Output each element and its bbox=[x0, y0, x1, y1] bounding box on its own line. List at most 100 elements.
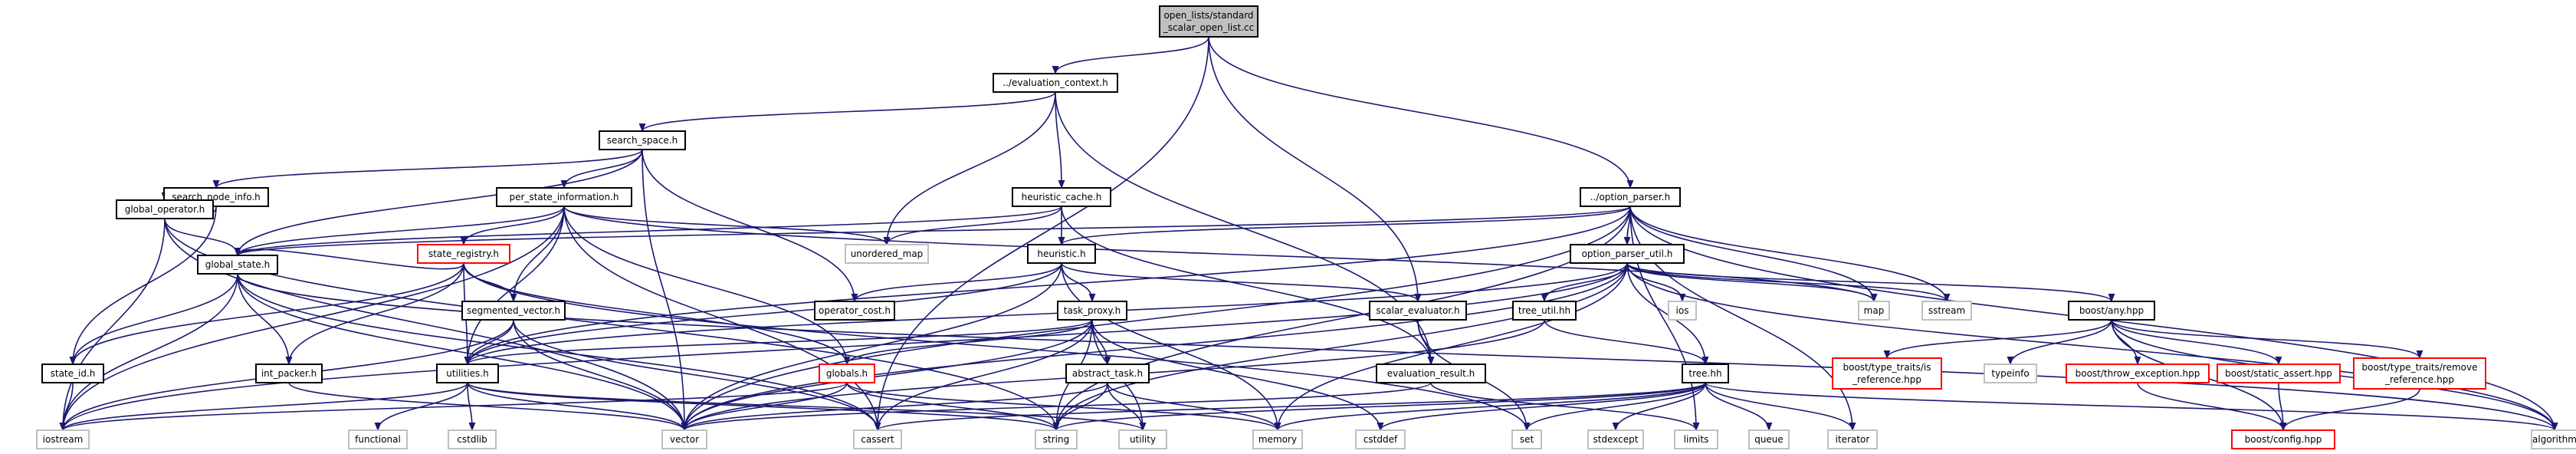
node-box bbox=[436, 364, 499, 383]
edge-option_parser-to-map bbox=[1629, 206, 1878, 303]
edge-task_proxy-to-utilities bbox=[464, 319, 1093, 366]
node-cstdlib[interactable]: cstdlib bbox=[448, 429, 497, 449]
node-throw-exception[interactable]: boost/throw_exception.hpp bbox=[2066, 364, 2210, 383]
node-unordered-map[interactable]: unordered_map bbox=[845, 244, 929, 264]
node-box bbox=[1580, 187, 1681, 207]
node-label: string bbox=[1043, 434, 1069, 445]
node-int-packer[interactable]: int_packer.h bbox=[255, 364, 323, 383]
node-option-parser-util[interactable]: option_parser_util.h bbox=[1570, 244, 1685, 264]
node-globals[interactable]: globals.h bbox=[819, 364, 875, 383]
node-box bbox=[1921, 301, 1972, 321]
edge-task_proxy-to-cassert bbox=[874, 319, 1093, 432]
node-iostream[interactable]: iostream bbox=[36, 429, 90, 449]
node-vector[interactable]: vector bbox=[661, 429, 707, 449]
node-scalar-evaluator[interactable]: scalar_evaluator.h bbox=[1369, 301, 1467, 321]
node-stdexcept[interactable]: stdexcept bbox=[1587, 429, 1644, 449]
edge-per_state_information-to-utilities bbox=[464, 206, 565, 366]
node-label: boost/throw_exception.hpp bbox=[2076, 368, 2200, 379]
node-boost-config[interactable]: boost/config.hpp bbox=[2231, 429, 2335, 449]
edge-tree_hh-to-cassert bbox=[874, 382, 1706, 432]
node-label: segmented_vector.h bbox=[467, 305, 560, 316]
node-box bbox=[993, 73, 1118, 93]
edge-option_parser-to-heuristic bbox=[1058, 206, 1631, 246]
edge-root-to-scalar_evaluator bbox=[1208, 36, 1422, 303]
node-operator-cost[interactable]: operator_cost.h bbox=[814, 301, 895, 321]
node-evaluation-context[interactable]: ../evaluation_context.h bbox=[993, 73, 1118, 93]
node-bt-is-reference[interactable]: boost/type_traits/is_reference.hpp bbox=[1832, 357, 1942, 390]
edge-evaluation_result-to-limits bbox=[1430, 382, 1700, 432]
edge-option_parser_util-to-algorithm bbox=[1626, 262, 2558, 432]
node-label: task_proxy.h bbox=[1064, 305, 1121, 316]
edge-state_registry-to-state_id bbox=[69, 262, 464, 366]
node-label: state_registry.h bbox=[428, 248, 499, 259]
node-heuristic[interactable]: heuristic.h bbox=[1027, 244, 1096, 264]
edge-option_parser_util-to-memory bbox=[1274, 262, 1628, 432]
node-tree-hh[interactable]: tree.hh bbox=[1682, 364, 1729, 383]
edge-heuristic-to-operator_cost bbox=[851, 262, 1062, 303]
node-label: state_id.h bbox=[51, 368, 96, 379]
node-evaluation-result[interactable]: evaluation_result.h bbox=[1376, 364, 1486, 383]
node-bt-remove-reference[interactable]: boost/type_traits/remove_reference.hpp bbox=[2353, 357, 2486, 390]
edge-search_space-to-per_state_information bbox=[560, 149, 643, 189]
node-memory[interactable]: memory bbox=[1252, 429, 1303, 449]
node-iterator[interactable]: iterator bbox=[1827, 429, 1878, 449]
node-label: scalar_evaluator.h bbox=[1376, 305, 1459, 316]
node-task-proxy[interactable]: task_proxy.h bbox=[1057, 301, 1127, 321]
node-state-id[interactable]: state_id.h bbox=[41, 364, 104, 383]
node-cstddef[interactable]: cstddef bbox=[1355, 429, 1406, 449]
node-utility[interactable]: utility bbox=[1118, 429, 1167, 449]
node-search-space[interactable]: search_space.h bbox=[599, 130, 686, 150]
node-sstream[interactable]: sstream bbox=[1921, 301, 1972, 321]
node-label: stdexcept bbox=[1593, 434, 1639, 445]
node-box bbox=[1682, 364, 1729, 383]
node-heuristic-cache[interactable]: heuristic_cache.h bbox=[1012, 187, 1111, 207]
node-label: functional bbox=[355, 434, 401, 445]
node-box bbox=[1858, 301, 1890, 321]
node-boost-any[interactable]: boost/any.hpp bbox=[2068, 301, 2155, 321]
edge-tree_hh-to-memory bbox=[1274, 382, 1706, 432]
node-queue[interactable]: queue bbox=[1748, 429, 1790, 449]
node-box bbox=[2066, 364, 2210, 383]
edge-per_state_information-to-unordered_map bbox=[563, 206, 891, 246]
node-label: search_space.h bbox=[607, 135, 678, 146]
node-global-operator[interactable]: global_operator.h bbox=[116, 199, 214, 219]
edge-search_space-to-global_state bbox=[234, 149, 643, 257]
node-state-registry[interactable]: state_registry.h bbox=[417, 244, 510, 264]
node-box bbox=[1355, 429, 1406, 449]
node-static-assert[interactable]: boost/static_assert.hpp bbox=[2217, 364, 2341, 383]
node-box bbox=[1832, 357, 1942, 390]
node-global-state[interactable]: global_state.h bbox=[197, 255, 278, 275]
edge-global_state-to-cassert bbox=[237, 273, 881, 432]
node-cassert[interactable]: cassert bbox=[853, 429, 902, 449]
node-box bbox=[461, 301, 566, 321]
node-label: utility bbox=[1130, 434, 1156, 445]
edge-heuristic_cache-to-unordered_map bbox=[883, 206, 1062, 246]
node-tree-util[interactable]: tree_util.hh bbox=[1512, 301, 1577, 321]
node-box bbox=[348, 429, 408, 449]
edge-state_registry-to-segmented_vector bbox=[463, 262, 517, 303]
node-label: operator_cost.h bbox=[819, 305, 891, 316]
node-set[interactable]: set bbox=[1511, 429, 1542, 449]
node-limits[interactable]: limits bbox=[1674, 429, 1718, 449]
node-string[interactable]: string bbox=[1035, 429, 1078, 449]
node-ios[interactable]: ios bbox=[1668, 301, 1697, 321]
node-root[interactable]: open_lists/standard_scalar_open_list.cc bbox=[1159, 5, 1258, 38]
node-label: sstream bbox=[1928, 305, 1965, 316]
node-typeinfo[interactable]: typeinfo bbox=[1984, 364, 2037, 383]
edge-task_proxy-to-vector bbox=[681, 319, 1093, 432]
edge-heuristic-to-scalar_evaluator bbox=[1061, 262, 1422, 303]
edge-utilities-to-vector bbox=[467, 382, 688, 432]
node-per-state-information[interactable]: per_state_information.h bbox=[496, 187, 632, 207]
node-label: cstdlib bbox=[457, 434, 487, 445]
node-abstract-task[interactable]: abstract_task.h bbox=[1065, 364, 1150, 383]
edge-boost_any-to-bt_remove_reference bbox=[2111, 319, 2423, 360]
node-algorithm[interactable]: algorithm bbox=[2531, 429, 2576, 449]
node-segmented-vector[interactable]: segmented_vector.h bbox=[461, 301, 566, 321]
node-option-parser[interactable]: ../option_parser.h bbox=[1580, 187, 1681, 207]
node-functional[interactable]: functional bbox=[348, 429, 408, 449]
node-label: boost/type_traits/remove bbox=[2361, 362, 2477, 373]
node-utilities[interactable]: utilities.h bbox=[436, 364, 499, 383]
node-map[interactable]: map bbox=[1858, 301, 1890, 321]
edge-search_space-to-vector bbox=[642, 149, 688, 432]
